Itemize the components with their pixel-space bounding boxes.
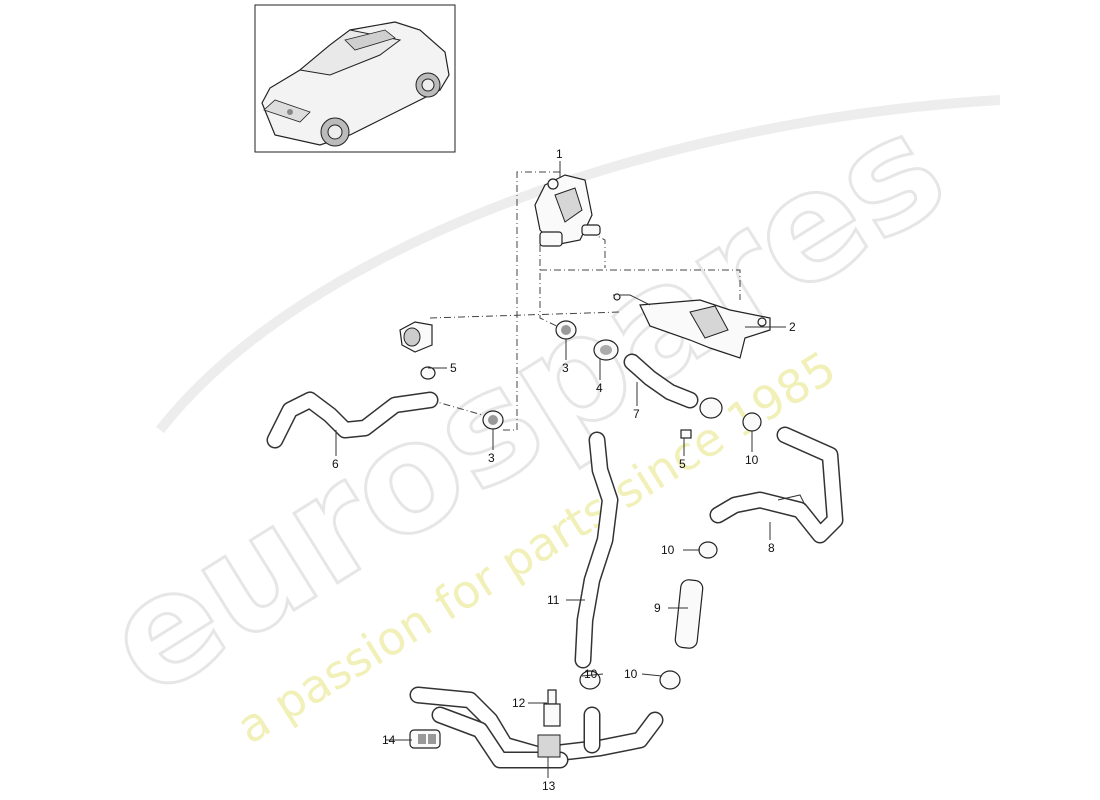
- callout-5-right: 5: [679, 457, 686, 471]
- part-14-clip: [409, 729, 441, 749]
- part-10-clamp-c: [659, 670, 681, 690]
- callout-4: 4: [596, 381, 603, 395]
- part-6-hose: [266, 391, 439, 449]
- part-13-hose-assembly: [409, 686, 664, 769]
- callout-2: 2: [789, 320, 796, 334]
- callouts: 1 2 3 3 4 5 5 6 7 8 9 10 10 10 10 11 12 …: [332, 147, 796, 793]
- callout-9: 9: [654, 601, 661, 615]
- watermark: eurospares a passion for parts since 198…: [75, 79, 1001, 754]
- vehicle-thumbnail: [254, 4, 456, 153]
- leader-lines: [335, 161, 786, 778]
- watermark-swoosh: [156, 95, 1001, 434]
- callout-10-mid: 10: [661, 543, 675, 557]
- callout-8: 8: [768, 541, 775, 555]
- part-5-grommet-right: [680, 429, 692, 439]
- part-3-clamp-upper: [555, 320, 577, 340]
- part-8-hose: [709, 412, 844, 544]
- part-11-hose: [574, 431, 619, 669]
- part-1-valve: [534, 174, 601, 247]
- callout-13: 13: [542, 779, 556, 793]
- part-10-clamp-a: [698, 541, 718, 559]
- callout-14: 14: [382, 733, 396, 747]
- callout-10-top: 10: [745, 453, 759, 467]
- part-2-bracket: [613, 293, 771, 359]
- part-12-bolt: [543, 689, 561, 727]
- part-5-grommet-left: [420, 366, 436, 380]
- part-9-hose-piece: [674, 579, 704, 649]
- car-icon: [261, 21, 450, 147]
- callout-10-bottom-left: 10: [584, 667, 598, 681]
- callout-1: 1: [556, 147, 563, 161]
- callout-3-upper: 3: [562, 361, 569, 375]
- part-3-clamp-lower: [482, 410, 504, 430]
- part-7-hose: [623, 353, 723, 419]
- callout-10-bottom-right: 10: [624, 667, 638, 681]
- callout-12: 12: [512, 696, 526, 710]
- callout-6: 6: [332, 457, 339, 471]
- watermark-brand: eurospares: [77, 80, 974, 730]
- callout-11: 11: [547, 593, 560, 607]
- callout-7: 7: [633, 407, 640, 421]
- callout-5-left: 5: [450, 361, 457, 375]
- clamp-holder-left: [399, 321, 433, 353]
- part-4-clamp: [593, 339, 619, 361]
- callout-3-lower: 3: [488, 451, 495, 465]
